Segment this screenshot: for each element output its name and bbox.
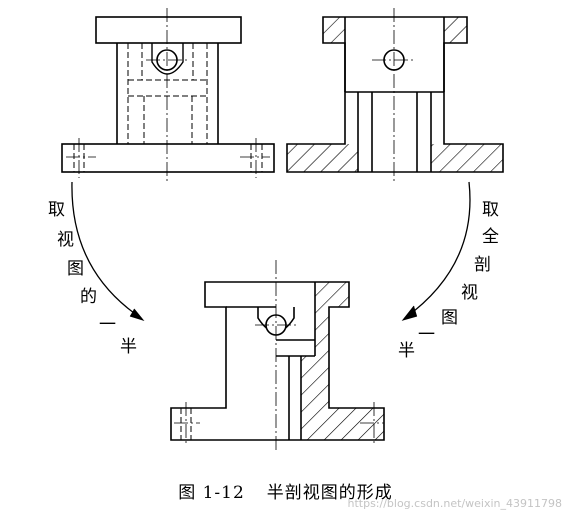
half-section-view bbox=[170, 260, 385, 452]
caption-title: 半剖视图的形成 bbox=[266, 483, 393, 503]
exterior-view bbox=[61, 8, 275, 184]
full-section-view bbox=[286, 8, 504, 184]
left-label-char: 的 bbox=[80, 287, 97, 307]
right-arrow bbox=[401, 181, 471, 321]
figure-caption: 图 1-12 半剖视图的形成 bbox=[0, 478, 571, 503]
left-arrow bbox=[71, 181, 145, 321]
left-label-char: 视 bbox=[57, 230, 74, 250]
left-label-char: 取 bbox=[48, 200, 65, 220]
caption-number: 图 1-12 bbox=[178, 483, 245, 503]
right-label-char: 半 bbox=[398, 341, 415, 361]
watermark: https://blog.csdn.net/weixin_43911798 bbox=[347, 497, 562, 510]
left-label-char: 一 bbox=[99, 315, 116, 335]
left-label-char: 半 bbox=[120, 337, 137, 357]
right-label-char: 视 bbox=[461, 283, 478, 303]
right-label-char: 全 bbox=[482, 227, 499, 247]
left-label-char: 图 bbox=[67, 259, 84, 279]
right-label-char: 取 bbox=[482, 200, 499, 220]
right-label: 取 全 剖 视 图 一 半 bbox=[398, 200, 499, 361]
left-label: 取 视 图 的 一 半 bbox=[48, 200, 137, 357]
right-label-char: 一 bbox=[418, 325, 435, 345]
right-label-char: 剖 bbox=[474, 255, 491, 275]
right-label-char: 图 bbox=[441, 308, 458, 328]
